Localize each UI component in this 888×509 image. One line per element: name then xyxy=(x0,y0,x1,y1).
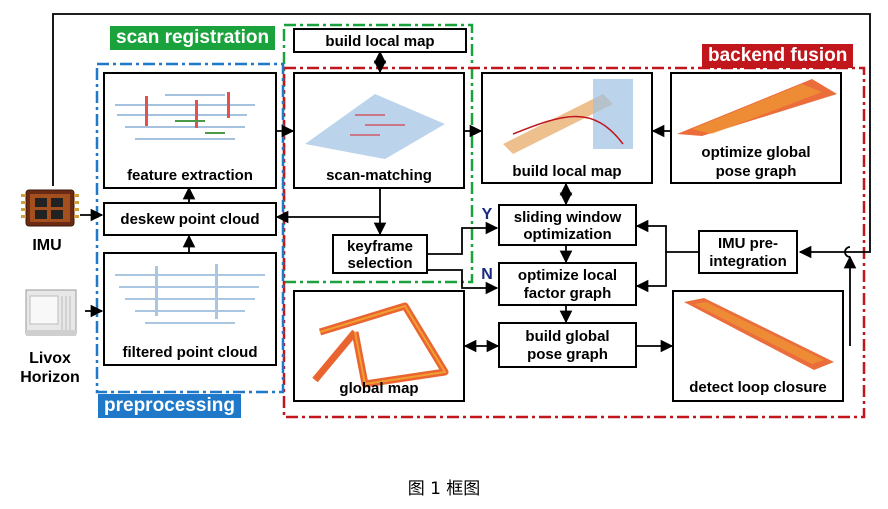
scanmatch-pointcloud-image xyxy=(305,94,445,159)
figure-caption: 图 1 框图 xyxy=(407,479,481,499)
lidar-device-icon xyxy=(22,286,84,338)
imu-preintegration-label-line1: IMU pre- xyxy=(718,235,778,252)
optimize-global-node: optimize global pose graph xyxy=(670,72,842,184)
lidar-label-line1: Livox xyxy=(29,350,71,367)
backend-local-map-node: build local map xyxy=(481,72,653,184)
keyframe-yes-line xyxy=(428,221,499,255)
backend-fusion-tag: backend fusion xyxy=(702,44,854,68)
global-map-node: global map xyxy=(293,290,465,402)
imupre-to-optlocal-line xyxy=(635,252,667,293)
lidar-label-line2: Horizon xyxy=(20,369,80,386)
keyframe-label-line2: selection xyxy=(347,255,413,272)
line-crossing-hop xyxy=(844,246,851,258)
globalmap-image xyxy=(312,302,449,388)
sliding-window-node: sliding window optimization xyxy=(498,204,637,246)
optglobal-image xyxy=(677,79,837,136)
build-local-map-top-label: build local map xyxy=(325,33,435,50)
imu-chip-icon xyxy=(20,186,80,230)
optimize-local-node: optimize local factor graph xyxy=(498,262,637,306)
keyframe-label-line1: keyframe xyxy=(347,238,413,255)
backend-localmap-image xyxy=(503,79,633,154)
scan-matching-label: scan-matching xyxy=(326,167,432,184)
keyframe-no-line xyxy=(428,269,499,295)
backend-local-map-label: build local map xyxy=(512,163,622,180)
optimize-local-label-line2: factor graph xyxy=(523,285,612,302)
imu-preintegration-node: IMU pre- integration xyxy=(698,230,798,274)
scan-registration-tag: scan registration xyxy=(110,26,276,50)
optimize-global-label-line2: pose graph xyxy=(715,163,797,180)
loopclosure-image xyxy=(684,298,834,370)
branch-no-label: N xyxy=(481,266,493,283)
detect-loop-closure-node: detect loop closure xyxy=(672,290,844,402)
branch-yes-label: Y xyxy=(481,206,493,223)
feature-extraction-node: feature extraction xyxy=(103,72,277,189)
imu-preintegration-label-line2: integration xyxy=(709,253,787,270)
deskew-label: deskew point cloud xyxy=(120,211,260,228)
build-global-label-line2: pose graph xyxy=(527,346,608,363)
build-global-label-line1: build global xyxy=(525,328,610,345)
backend-fusion-region xyxy=(282,66,866,419)
feedback-line xyxy=(52,13,871,259)
preprocessing-tag: preprocessing xyxy=(98,394,241,418)
optimize-local-label-line1: optimize local xyxy=(517,267,618,284)
global-map-label: global map xyxy=(339,380,419,397)
deskew-node: deskew point cloud xyxy=(103,202,277,236)
build-global-pose-node: build global pose graph xyxy=(498,322,637,368)
imupre-to-sliding-line xyxy=(635,219,698,253)
imu-label: IMU xyxy=(32,237,62,254)
build-local-map-top-node: build local map xyxy=(293,28,467,53)
optimize-global-label-line1: optimize global xyxy=(701,144,811,161)
feature-extraction-label: feature extraction xyxy=(127,167,253,184)
filtered-point-cloud-label: filtered point cloud xyxy=(122,344,258,361)
filtered-pointcloud-image xyxy=(115,264,265,324)
keyframe-selection-node: keyframe selection xyxy=(332,234,428,274)
scan-matching-node: scan-matching xyxy=(293,72,465,189)
detect-loop-closure-label: detect loop closure xyxy=(689,379,827,396)
sliding-window-label-line2: optimization xyxy=(523,226,612,243)
sliding-window-label-line1: sliding window xyxy=(513,209,622,226)
feature-pointcloud-image xyxy=(115,92,255,140)
preprocessing-region xyxy=(95,62,285,394)
filtered-point-cloud-node: filtered point cloud xyxy=(103,252,277,366)
